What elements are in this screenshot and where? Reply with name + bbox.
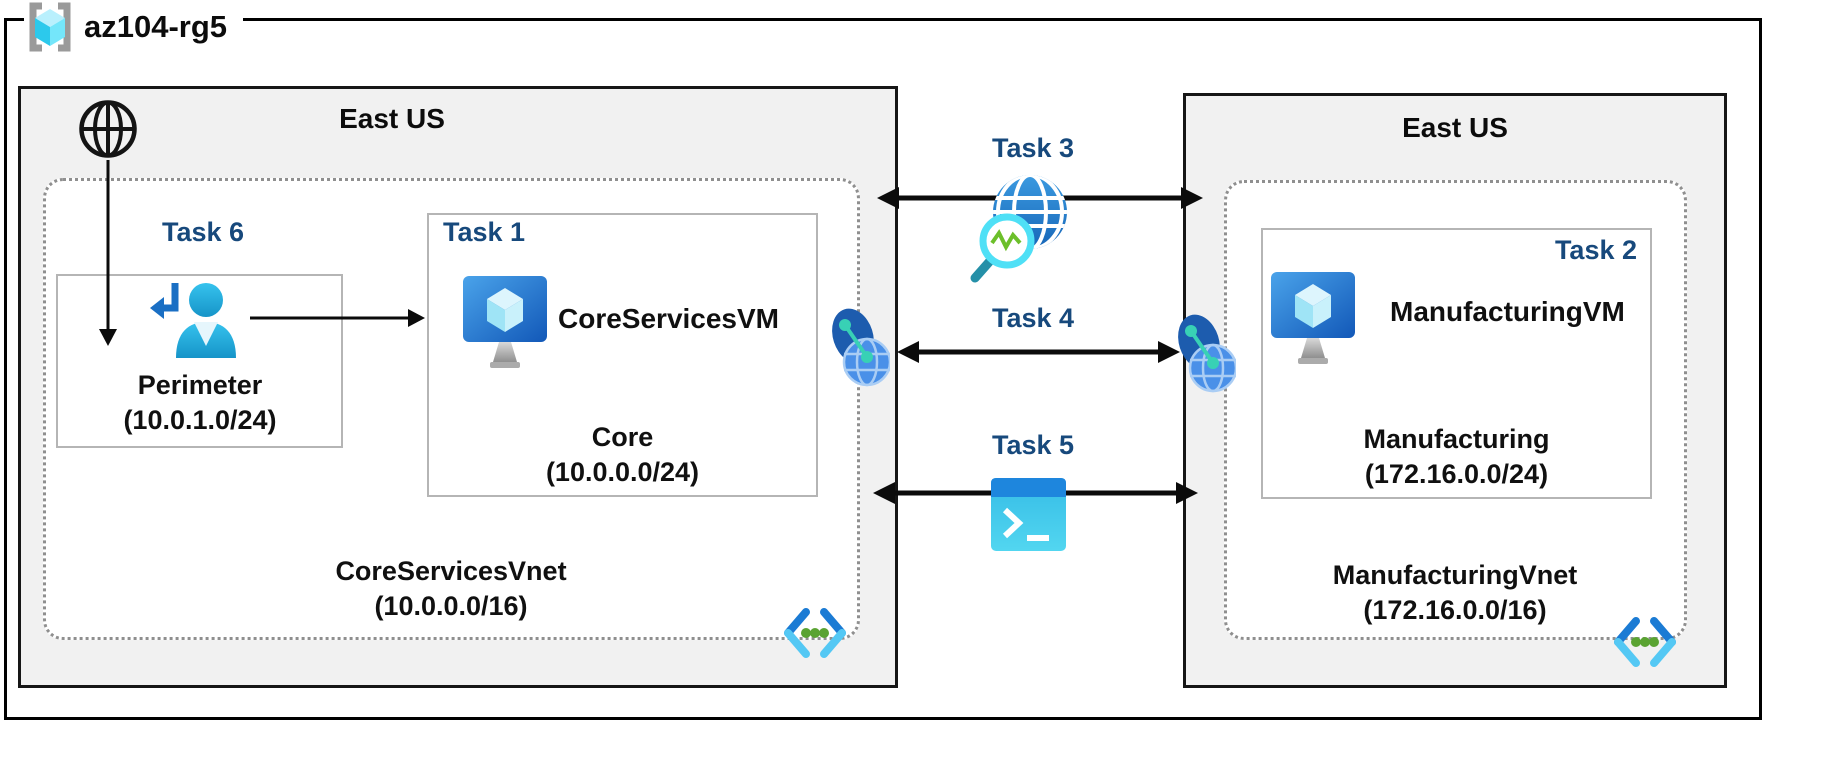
arrow-head-right (1158, 341, 1180, 363)
perimeter-user-icon (150, 283, 236, 358)
arrow-line (106, 160, 110, 330)
arrow-line (913, 349, 1164, 355)
vnet-manufacturing-name: ManufacturingVnet (1332, 560, 1578, 590)
region-right-title: East US (1402, 112, 1508, 143)
region-left-title: East US (339, 103, 445, 134)
cloud-shell-icon (991, 478, 1066, 551)
arrow-head-left (873, 482, 895, 504)
vnet-core-name: CoreServicesVnet (335, 556, 567, 586)
vnet-core-cidr: (10.0.0.0/16) (374, 591, 528, 621)
internet-icon (79, 100, 137, 158)
subnet-manufacturing-name: Manufacturing (1363, 424, 1550, 454)
user-head (189, 283, 223, 317)
manufacturing-vm-name: ManufacturingVM (1390, 296, 1625, 327)
task1-label: Task 1 (443, 217, 526, 247)
return-arrow (163, 283, 179, 312)
magnifier-handle (970, 256, 995, 283)
task3-label: Task 3 (991, 133, 1075, 163)
arrow-head-right (1181, 187, 1203, 209)
arrow-head-left (877, 187, 899, 209)
arrow-head-down (99, 329, 117, 346)
task2-label: Task 2 (1554, 235, 1637, 265)
perimeter-to-core-arrow (250, 309, 425, 327)
subnet-perimeter-name: Perimeter (137, 370, 263, 400)
subnet-perimeter-label: Perimeter (10.0.1.0/24) (66, 368, 334, 438)
vnet-icon-core (784, 608, 846, 658)
subnet-manufacturing-label: Manufacturing (172.16.0.0/24) (1271, 422, 1642, 492)
task4-peering-arrow (897, 340, 1180, 364)
vnet-manufacturing-label: ManufacturingVnet (172.16.0.0/16) (1255, 558, 1655, 628)
subnet-core-name: Core (591, 422, 654, 452)
task4-label: Task 4 (991, 303, 1075, 333)
resource-group-icon (29, 2, 71, 52)
subnet-core-cidr: (10.0.0.0/24) (545, 457, 700, 487)
task5-label: Task 5 (991, 430, 1075, 460)
core-vm-icon (463, 276, 547, 368)
task6-label: Task 6 (161, 217, 245, 247)
vnet-manufacturing-cidr: (172.16.0.0/16) (1363, 595, 1547, 625)
resource-group-label: az104-rg5 (24, 1, 244, 53)
resource-group-box (4, 18, 1762, 720)
peering-icon-left (832, 308, 890, 387)
magnifier-lens (979, 213, 1035, 269)
pulse-line (990, 229, 1022, 252)
peering-icon-right (1178, 314, 1236, 393)
arrow-head-right (408, 309, 425, 327)
vnet-icon-manufacturing (1614, 617, 1676, 667)
internet-to-perimeter-arrow (99, 160, 117, 346)
subnet-perimeter-cidr: (10.0.1.0/24) (123, 405, 277, 435)
resource-group-title: az104-rg5 (84, 9, 228, 44)
core-vm-name: CoreServicesVM (558, 303, 780, 334)
arrow-head-right (1176, 482, 1198, 504)
manufacturing-vm-icon (1271, 272, 1355, 364)
arrow-head-left (897, 341, 919, 363)
subnet-manufacturing-cidr: (172.16.0.0/24) (1364, 459, 1549, 489)
network-watcher-icon (970, 175, 1067, 283)
arrow-line (250, 316, 410, 320)
subnet-core-box (427, 213, 818, 497)
vnet-core-label: CoreServicesVnet (10.0.0.0/16) (251, 554, 651, 624)
subnet-core-label: Core (10.0.0.0/24) (437, 420, 808, 490)
prompt-chevron (1002, 507, 1024, 539)
